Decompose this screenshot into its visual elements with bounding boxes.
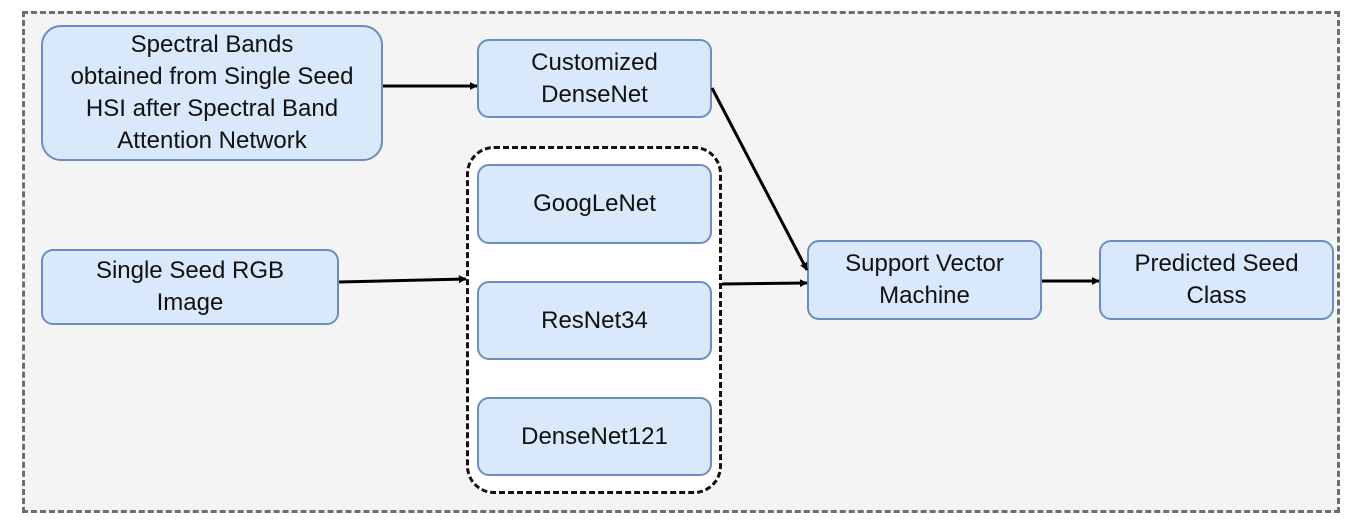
edge-rgb-image-to-cnn-group <box>338 275 467 284</box>
edge-cnn-group-to-svm <box>721 279 808 288</box>
resnet34-node: ResNet34 <box>477 281 712 360</box>
rgb-image-node: Single Seed RGB Image <box>41 249 339 325</box>
googlenet-node: GoogLeNet <box>477 164 712 244</box>
svm-node: Support Vector Machine <box>807 240 1042 320</box>
edge-customized-densenet-to-svm <box>710 87 809 271</box>
predicted-class-node: Predicted Seed Class <box>1099 240 1334 320</box>
densenet121-node: DenseNet121 <box>477 397 712 476</box>
spectral-bands-node: Spectral Bands obtained from Single Seed… <box>41 25 383 161</box>
customized-densenet-node: Customized DenseNet <box>477 39 712 118</box>
